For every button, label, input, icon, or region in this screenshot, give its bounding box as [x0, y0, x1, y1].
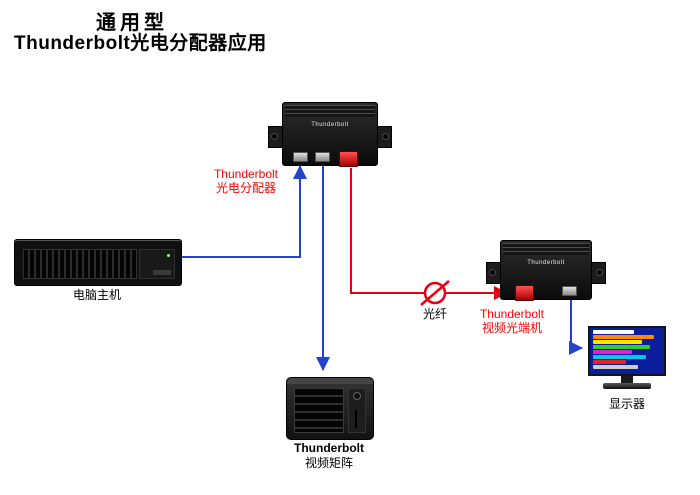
monitor-device	[588, 326, 666, 389]
receiver-label-line1: Thunderbolt	[479, 307, 545, 321]
device-brand-text: Thunderbolt	[527, 260, 565, 266]
fiber-port	[515, 285, 534, 301]
splitter-body: Thunderbolt	[282, 102, 378, 167]
server-logo-badge	[153, 270, 171, 275]
thunderbolt-port	[562, 286, 577, 296]
heatsink-fins	[285, 105, 375, 117]
mounting-flange-right	[376, 126, 392, 148]
nas-top-face	[287, 378, 373, 384]
screen-color-bar	[593, 345, 651, 349]
device-brand-text: Thunderbolt	[311, 122, 349, 128]
splitter-label-line2: 光电分配器	[215, 181, 276, 195]
receiver-body: Thunderbolt	[500, 240, 592, 301]
screen-color-bar	[593, 360, 626, 364]
screen-color-bar	[593, 355, 647, 359]
receiver-label: Thunderbolt 视频光端机	[472, 307, 552, 335]
page-title-line2: Thunderbolt光电分配器应用	[14, 33, 267, 54]
fiber-wire-splitter-to-receiver	[350, 168, 508, 300]
monitor-stand-base	[603, 383, 651, 389]
monitor-stand-neck	[621, 376, 633, 383]
screen-color-bar	[593, 335, 655, 339]
splitter-label: Thunderbolt 光电分配器	[206, 167, 286, 195]
page-title-line1: 通用型	[96, 12, 168, 34]
screw-hole	[489, 269, 496, 276]
screw-hole	[382, 133, 389, 140]
fiber-coil-icon	[420, 280, 450, 306]
wire-receiver-to-monitor	[569, 297, 583, 355]
computer-host-device	[14, 239, 182, 286]
fiber-label: 光纤	[422, 307, 447, 321]
fiber-port	[339, 151, 358, 167]
screen-color-bar	[593, 330, 634, 334]
heatsink-fins	[503, 243, 589, 255]
server-front-panel	[139, 249, 175, 279]
screen-color-bar	[593, 340, 642, 344]
nas-control-strip	[348, 388, 366, 433]
thunderbolt-port-1	[293, 152, 308, 162]
power-led	[167, 254, 170, 257]
vent-slot	[355, 410, 357, 428]
computer-label: 电脑主机	[72, 288, 121, 302]
monitor-label: 显示器	[608, 397, 645, 411]
matrix-label: Thunderbolt 视频矩阵	[283, 441, 375, 471]
video-matrix-device	[286, 377, 374, 440]
matrix-label-line2: 视频矩阵	[304, 456, 353, 470]
receiver-label-line2: 视频光端机	[481, 321, 542, 335]
screen-color-bar	[593, 365, 638, 369]
splitter-device: Thunderbolt	[268, 100, 392, 170]
server-drive-bays	[23, 249, 137, 279]
receiver-device: Thunderbolt	[486, 236, 606, 304]
wire-computer-to-splitter	[180, 165, 307, 258]
matrix-label-line1: Thunderbolt	[294, 441, 364, 455]
power-button	[353, 392, 361, 400]
mounting-flange-right	[590, 262, 606, 284]
nas-drive-bays	[294, 388, 344, 433]
screw-hole	[596, 269, 603, 276]
screw-hole	[271, 133, 278, 140]
thunderbolt-port-2	[315, 152, 330, 162]
screen-color-bar	[593, 350, 633, 354]
monitor-screen	[588, 326, 666, 376]
splitter-label-line1: Thunderbolt	[213, 167, 279, 181]
